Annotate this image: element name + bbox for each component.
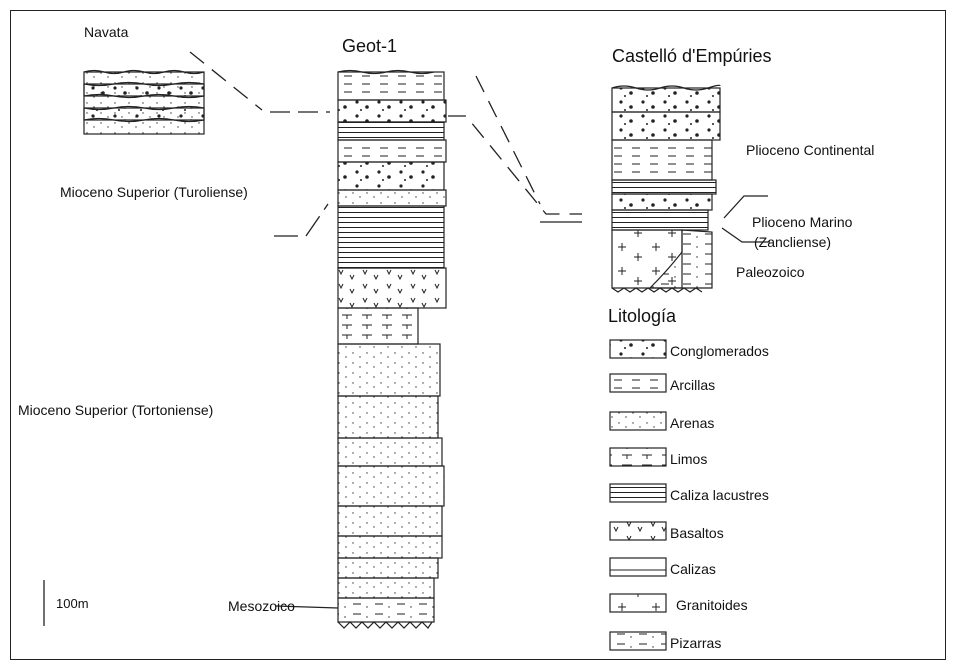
scale-label: 100m [56,596,89,612]
castello-column [612,85,720,292]
label-mioceno-tortoniense: Mioceno Superior (Tortoniense) [18,402,213,418]
label-plioceno-continental: Plioceno Continental [746,142,874,158]
legend-title: Litología [608,306,676,326]
legend-swatch-conglomerate [610,340,666,358]
geot1-column [338,71,446,629]
legend-swatch-clay [610,374,666,392]
legend-swatch-sand [610,412,666,430]
legend-label-conglomerate: Conglomerados [670,343,769,359]
legend-label-granitoid: Granitoides [676,597,748,613]
legend-label-clay: Arcillas [670,377,715,393]
legend-label-slate: Pizarras [670,635,721,651]
label-mioceno-turoliense: Mioceno Superior (Turoliense) [60,184,248,200]
navata-title: Navata [84,24,128,40]
legend-label-sand: Arenas [670,415,714,431]
navata-column [84,71,204,135]
legend-swatch-basalt [610,522,666,540]
legend-label-silt: Limos [670,451,707,467]
label-mesozoico: Mesozoico [228,598,295,614]
legend-label-lacustrine-limestone: Caliza lacustres [670,487,769,503]
label-paleozoico: Paleozoico [736,264,805,280]
legend-swatch-slate [610,632,666,650]
castello-title: Castelló d'Empúries [612,46,772,66]
legend-swatch-granitoid [610,594,666,612]
legend-swatch-limestone [610,558,666,576]
label-zancliense: (Zancliense) [754,234,831,250]
label-plioceno-marino: Plioceno Marino [752,214,852,230]
legend-swatch-lacustrine-limestone [610,484,666,502]
legend-swatches [610,340,666,650]
legend-label-limestone: Calizas [670,561,716,577]
legend-swatch-silt [610,448,666,466]
geot1-title: Geot-1 [342,36,397,56]
legend-label-basalt: Basaltos [670,525,724,541]
